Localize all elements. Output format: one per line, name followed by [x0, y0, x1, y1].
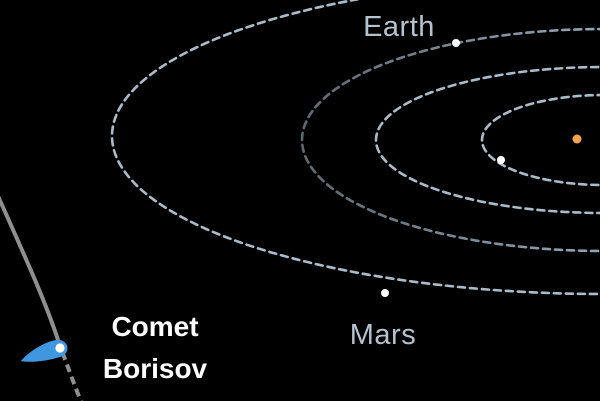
- mars-label: Mars: [350, 319, 416, 351]
- earth-planet-dot-icon: [452, 39, 460, 47]
- mercury-planet-dot-icon: [497, 156, 505, 164]
- earth-label: Earth: [363, 11, 435, 43]
- mars-planet-dot-icon: [381, 289, 389, 297]
- mercury-orbit: [480, 93, 600, 187]
- sun-icon: [572, 134, 582, 144]
- earth-orbit: [300, 27, 600, 253]
- comet-tail: [21, 339, 68, 362]
- venus-orbit: [374, 65, 600, 215]
- comet-label-line-1: Comet: [111, 311, 198, 342]
- comet-nucleus: [55, 343, 65, 353]
- comet-label-line-2: Borisov: [103, 353, 208, 384]
- comet-icon: [21, 339, 68, 362]
- comet-trajectory-past: [0, 195, 60, 341]
